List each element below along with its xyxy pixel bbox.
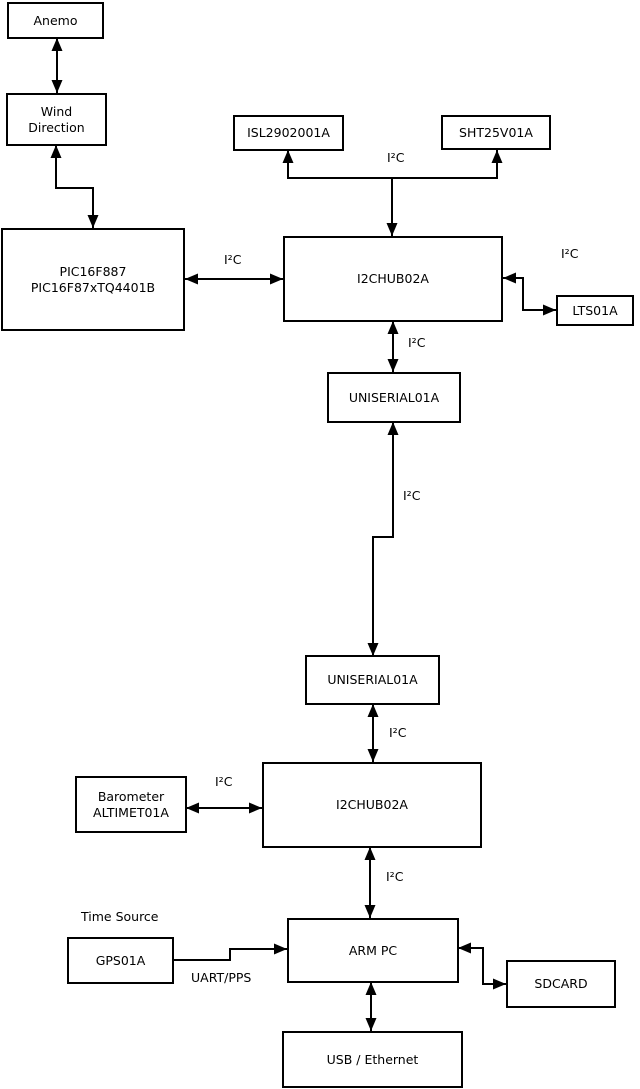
box-i2chub02a-top: I2CHUB02A [283, 236, 503, 322]
label-uart-pps: UART/PPS [191, 970, 252, 985]
box-label: I2CHUB02A [357, 271, 429, 286]
label-i2c-pic-hub: I²C [224, 252, 242, 267]
box-wind-direction: Wind Direction [6, 93, 107, 146]
box-label: Anemo [33, 12, 78, 28]
box-label: USB / Ethernet [326, 1051, 419, 1067]
box-label: Wind [40, 103, 73, 119]
box-anemo: Anemo [7, 2, 104, 39]
label-time-source: Time Source [81, 909, 159, 924]
box-sht25v01a: SHT25V01A [441, 115, 551, 150]
label-i2c-sensor-bus: I²C [387, 150, 405, 165]
link-winddirection-pic [50, 145, 99, 228]
label-i2c-barometer: I²C [215, 774, 233, 789]
box-label: I2CHUB02A [336, 797, 408, 812]
box-usb-ethernet: USB / Ethernet [282, 1031, 463, 1088]
box-label: ARM PC [348, 942, 398, 958]
link-uniserial-top-uniserial-bottom [367, 422, 399, 656]
box-label: GPS01A [95, 952, 146, 968]
box-label: PIC16F87xTQ4401B [30, 279, 156, 295]
label-i2c-long-link: I²C [403, 488, 421, 503]
box-uniserial01a-bottom: UNISERIAL01A [305, 655, 440, 705]
box-label: PIC16F887 [59, 263, 127, 279]
box-label: ALTIMET01A [93, 804, 169, 820]
box-label: UNISERIAL01A [327, 672, 418, 687]
box-label: Direction [28, 119, 85, 135]
box-label: SDCARD [534, 976, 588, 991]
box-barometer-altimet01a: Barometer ALTIMET01A [75, 776, 187, 833]
link-i2chub-top-lts [503, 272, 556, 316]
box-label: LTS01A [572, 302, 618, 318]
label-i2c-uniserial-hub: I²C [389, 725, 407, 740]
link-gps-armpc [173, 943, 287, 961]
box-uniserial01a-top: UNISERIAL01A [327, 372, 461, 423]
label-i2c-lts: I²C [561, 246, 579, 261]
box-label: ISL2902001A [247, 125, 330, 140]
label-i2c-hub-armpc: I²C [386, 869, 404, 884]
box-lts01a: LTS01A [556, 295, 634, 326]
box-label: Barometer [97, 788, 165, 804]
link-armpc-sdcard [458, 942, 506, 990]
box-gps01a: GPS01A [67, 937, 174, 984]
box-pic16f887: PIC16F887 PIC16F87xTQ4401B [1, 228, 185, 331]
box-label: UNISERIAL01A [348, 389, 440, 405]
box-label: SHT25V01A [459, 124, 533, 140]
box-sdcard: SDCARD [506, 960, 616, 1008]
box-i2chub02a-bottom: I2CHUB02A [262, 762, 482, 848]
box-arm-pc: ARM PC [287, 918, 459, 983]
box-isl2902001a: ISL2902001A [233, 115, 344, 151]
label-i2c-hub-uniserial: I²C [408, 335, 426, 350]
